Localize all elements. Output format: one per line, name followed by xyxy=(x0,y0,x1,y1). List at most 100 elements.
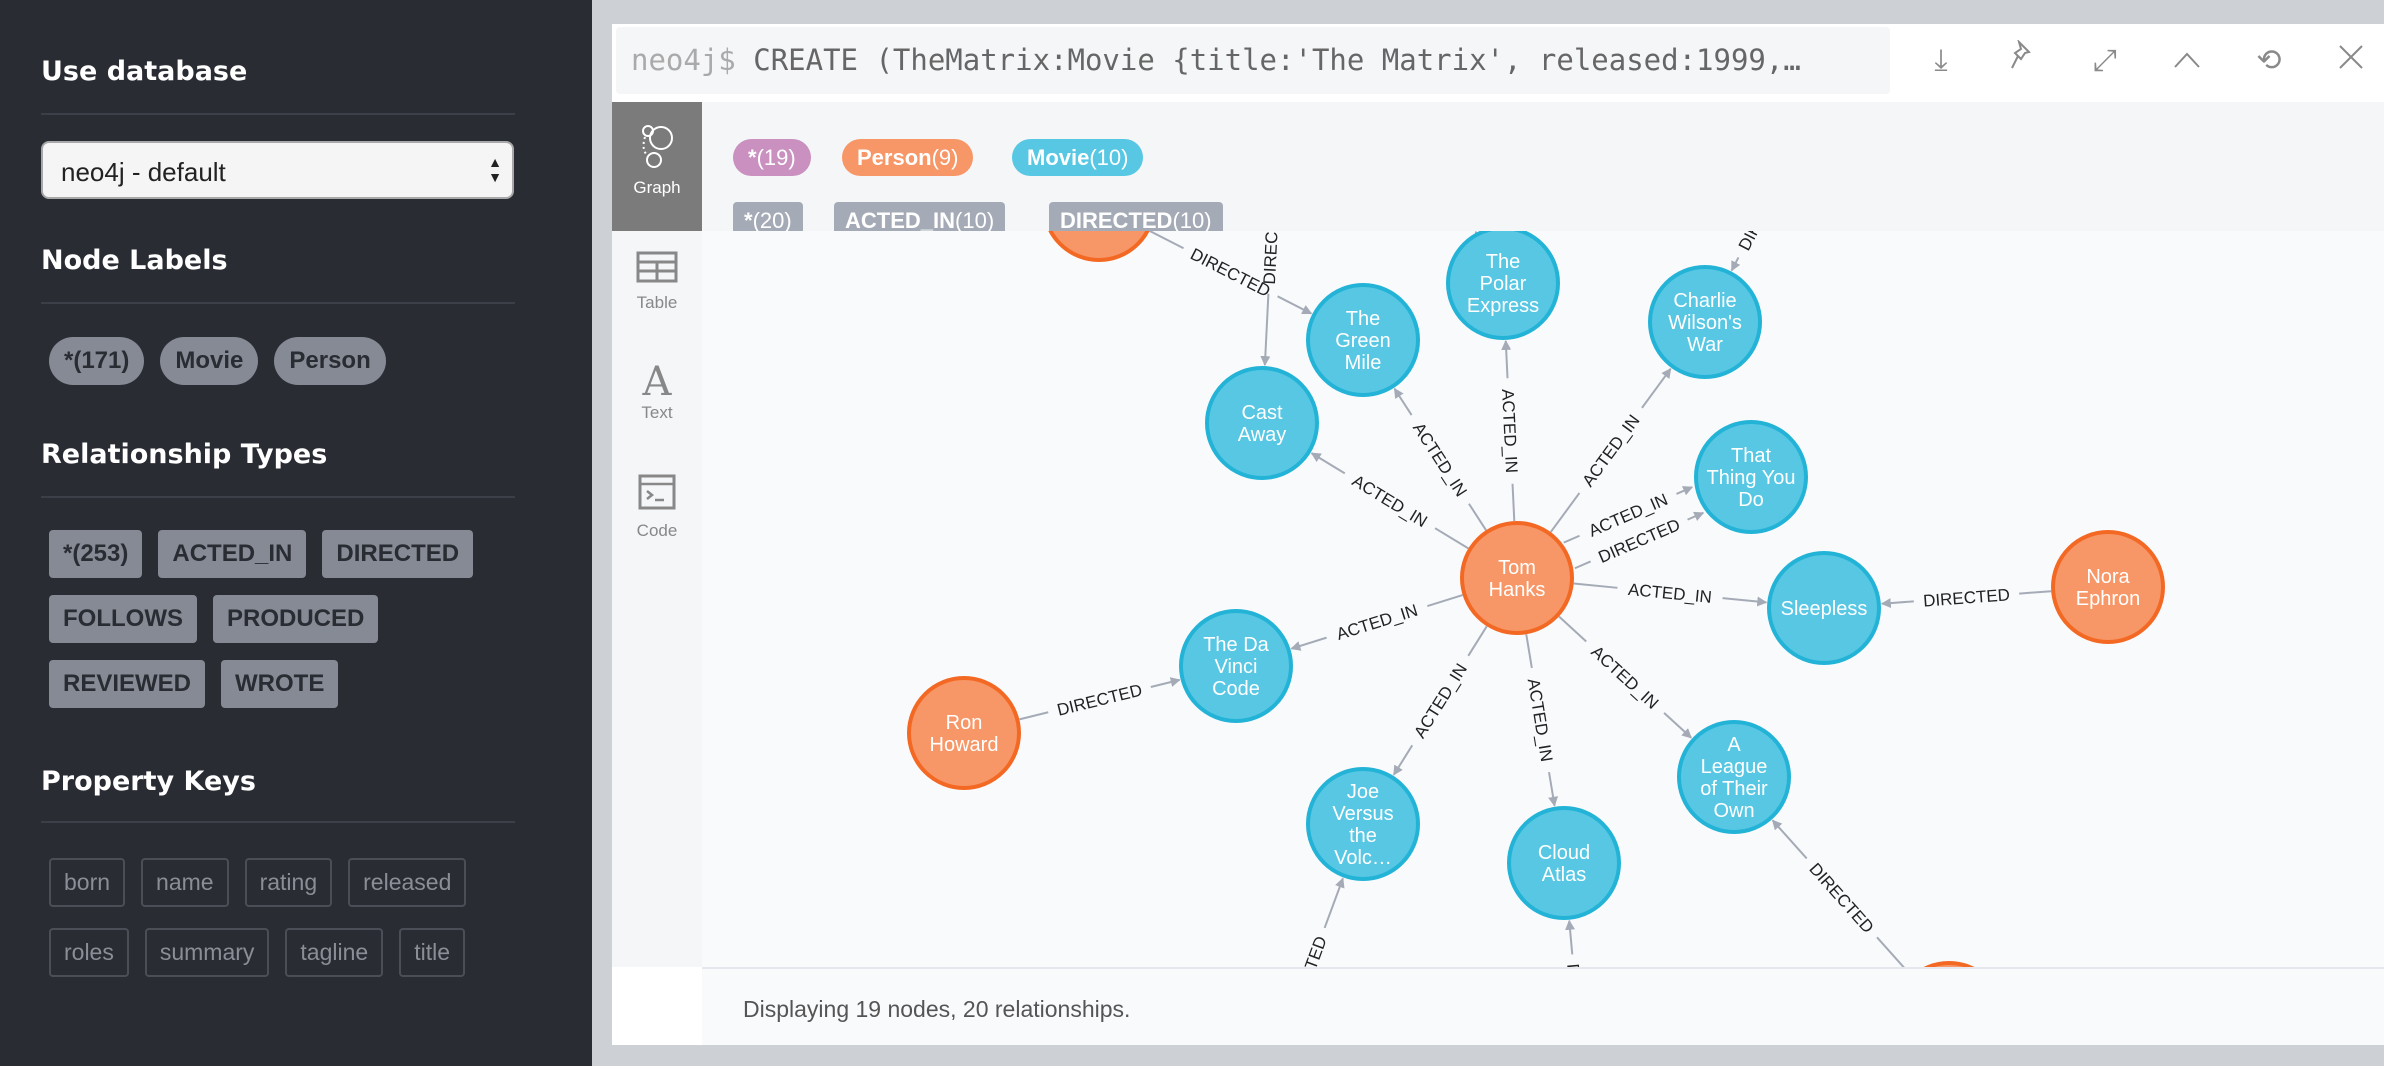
collapse-icon[interactable] xyxy=(2162,38,2212,84)
node-circle xyxy=(1694,420,1808,534)
relationship-label: ACTED_IN xyxy=(1349,471,1431,531)
rel-type-acted-in[interactable]: ACTED_IN xyxy=(158,530,307,578)
relationship-arrow xyxy=(1548,771,1559,807)
tab-text[interactable]: A Text xyxy=(612,343,702,455)
relationship-label: ACTED_IN xyxy=(1409,419,1471,500)
node-label-person[interactable]: Person xyxy=(274,337,386,385)
node-circle xyxy=(1923,961,1975,967)
relationship-acted-in[interactable]: ACTED_IN xyxy=(1524,634,1559,807)
property-key-rating[interactable]: rating xyxy=(244,858,333,907)
node-sleepless[interactable]: Sleepless xyxy=(1767,551,1881,665)
node-joe[interactable]: JoeVersustheVolc… xyxy=(1306,767,1420,881)
node-label: Own xyxy=(1713,800,1754,822)
relationship-arrow xyxy=(1771,819,1808,860)
legend-count: (9) xyxy=(931,145,959,170)
text-icon: A xyxy=(642,359,672,405)
node-label-movie[interactable]: Movie xyxy=(160,337,259,385)
relationship-directed[interactable]: DIRECTED xyxy=(1422,231,1485,243)
relationship-arrow xyxy=(1310,452,1346,475)
prompt: neo4j$ xyxy=(631,43,736,77)
node-label: The Da xyxy=(1203,634,1269,656)
relationship-directed[interactable]: DIRECTED xyxy=(1270,877,1345,967)
relationship-directed[interactable]: DIRECTED xyxy=(1260,231,1283,367)
node-label-all[interactable]: *(171) xyxy=(49,337,145,385)
relationship-directed[interactable]: DIRECTED xyxy=(1019,677,1181,721)
database-select[interactable]: neo4j - default ▲▼ xyxy=(41,141,514,199)
tab-code[interactable]: Code xyxy=(612,455,702,567)
close-icon[interactable] xyxy=(2326,38,2376,84)
property-key-born[interactable]: born xyxy=(49,858,126,907)
relationship-directed[interactable]: DIRECTED xyxy=(1880,585,2052,611)
legend-name: ACTED_IN xyxy=(845,208,956,233)
download-icon[interactable]: ⤓ xyxy=(1934,44,1948,77)
relationship-label: ACTED_IN xyxy=(1627,580,1713,607)
rel-type-directed[interactable]: DIRECTED xyxy=(322,530,474,578)
legend-rel-all[interactable]: *(20) xyxy=(733,202,803,239)
pin-icon[interactable] xyxy=(1998,38,2048,84)
legend-name: Movie xyxy=(1027,145,1090,170)
tab-table[interactable]: Table xyxy=(612,231,702,343)
rel-type-all[interactable]: *(253) xyxy=(49,530,143,578)
tab-table-label: Table xyxy=(636,293,678,312)
legend-name: * xyxy=(744,208,753,233)
property-key-name[interactable]: name xyxy=(141,858,229,907)
legend-label-all[interactable]: *(19) xyxy=(733,139,811,176)
node-penny[interactable]: Penny xyxy=(1894,961,2004,967)
node-labels-list: *(171) Movie Person xyxy=(49,337,519,385)
relationship-directed[interactable]: DIRECTED xyxy=(1771,819,1911,967)
relationship-acted-in[interactable]: ACTED_IN xyxy=(1573,580,1768,607)
relationship-directed[interactable]: DIRECTED xyxy=(1563,919,1590,967)
node-topperson[interactable] xyxy=(1044,231,1154,262)
rel-type-reviewed[interactable]: REVIEWED xyxy=(49,660,206,708)
node-label: Cast xyxy=(1241,402,1283,424)
relationship-acted-in[interactable]: ACTED_IN xyxy=(1392,625,1488,776)
rerun-icon[interactable]: ⟲ xyxy=(2256,44,2282,77)
rel-type-wrote[interactable]: WROTE xyxy=(221,660,339,708)
legend-label-person[interactable]: Person(9) xyxy=(842,139,974,176)
relationship-acted-in[interactable]: ACTED_IN xyxy=(1558,615,1692,739)
node-circle xyxy=(1446,231,1560,340)
relationship-acted-in[interactable]: ACTED_IN xyxy=(1290,594,1463,651)
node-label: Ephron xyxy=(2076,588,2141,610)
property-key-roles[interactable]: roles xyxy=(49,928,129,977)
legend-count: (20) xyxy=(752,208,792,233)
relationship-label: DIRECTED xyxy=(1283,934,1331,967)
relationship-acted-in[interactable]: ACTED_IN xyxy=(1498,339,1521,522)
rel-type-follows[interactable]: FOLLOWS xyxy=(49,595,197,643)
rel-type-produced[interactable]: PRODUCED xyxy=(212,595,379,643)
property-keys-heading: Property Keys xyxy=(41,766,256,797)
relationship-label: DIRECTED xyxy=(1055,680,1144,719)
relationship-label: DIRECTED xyxy=(1260,231,1283,285)
property-key-title[interactable]: title xyxy=(399,928,465,977)
node-label: War xyxy=(1687,334,1723,356)
query-text: CREATE (TheMatrix:Movie {title:'The Matr… xyxy=(753,43,1801,77)
relationship-directed[interactable]: DIRECTED xyxy=(1149,231,1313,315)
relationship-directed[interactable]: DIRECTED xyxy=(1730,231,1794,272)
property-key-summary[interactable]: summary xyxy=(144,928,270,977)
node-circle xyxy=(1460,521,1574,635)
tab-graph[interactable]: Graph xyxy=(612,102,702,231)
query-editor[interactable]: neo4j$ CREATE (TheMatrix:Movie {title:'T… xyxy=(616,27,1890,94)
expand-icon[interactable]: ⤢ xyxy=(2093,44,2117,77)
property-key-released[interactable]: released xyxy=(348,858,467,907)
relationship-line xyxy=(1876,936,1905,967)
node-circle xyxy=(1048,231,1150,262)
node-label: Thing You xyxy=(1707,467,1796,489)
property-key-tagline[interactable]: tagline xyxy=(285,928,384,977)
node-label: Wilson's xyxy=(1668,312,1742,334)
legend-label-movie[interactable]: Movie(10) xyxy=(1012,139,1144,176)
node-label: Atlas xyxy=(1542,864,1586,886)
